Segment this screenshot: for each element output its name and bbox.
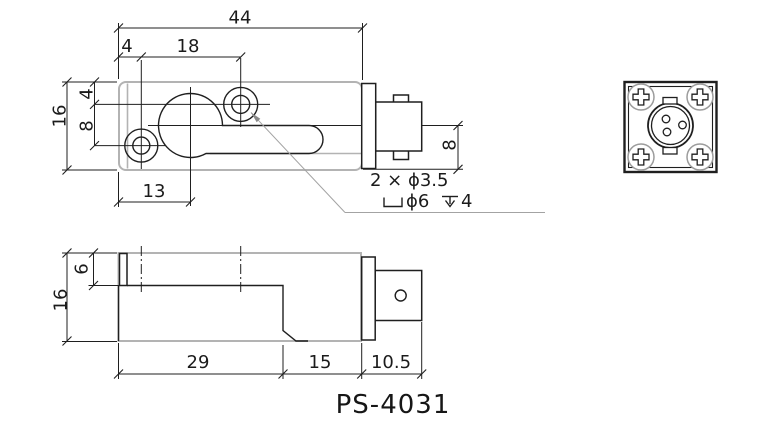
counterbore-depth-text: 4 xyxy=(461,191,472,212)
pin-3 xyxy=(662,127,672,137)
connector-face-view xyxy=(623,80,718,174)
part-number-label: PS-4031 xyxy=(336,390,451,420)
centerlines xyxy=(95,58,463,206)
dim-face-height: 6 xyxy=(71,248,126,291)
depth-icon xyxy=(442,195,458,208)
hole-callout: 2 × ϕ3.5 ϕ6 4 xyxy=(250,112,545,213)
dim-lengths-bottom: 29 15 10.5 xyxy=(113,322,427,379)
connector-ring-inner xyxy=(650,105,691,146)
screw-cross-icon xyxy=(632,148,650,166)
pin-2 xyxy=(678,120,687,130)
leader-arrow xyxy=(251,112,261,123)
dim-connector-height: 8 xyxy=(363,120,463,175)
screw-cross-icon xyxy=(691,148,709,166)
counterbore-icon xyxy=(383,197,403,208)
dim-overall-width: 44 xyxy=(113,8,368,80)
dim-text-4-top: 4 xyxy=(121,36,132,57)
connector-pin-hole xyxy=(394,289,407,302)
counterbore-dia-text: ϕ6 xyxy=(406,191,429,212)
screw-cross-icon xyxy=(691,88,709,106)
dim-text-6: 6 xyxy=(71,263,92,274)
dim-hole-positions-y: 4 8 xyxy=(76,77,100,151)
side-view: 16 6 29 15 10.5 xyxy=(50,246,427,379)
dim-text-18: 18 xyxy=(177,36,200,57)
dim-text-16-top: 16 xyxy=(49,105,70,128)
pin-1 xyxy=(661,114,671,124)
dim-text-15: 15 xyxy=(309,352,332,373)
dim-hole-positions-x: 4 18 xyxy=(113,36,246,62)
keyhole-slot xyxy=(157,92,324,159)
connector-body-top xyxy=(374,101,423,152)
keying-tab-top xyxy=(662,96,678,105)
top-view: 44 4 18 16 4 8 xyxy=(49,8,545,213)
dim-text-16-side: 16 xyxy=(50,289,71,312)
phillips-screw-icons xyxy=(632,88,709,166)
dim-text-8-left: 8 xyxy=(76,120,97,131)
dim-text-8-right: 8 xyxy=(439,139,460,150)
flange-side xyxy=(360,256,376,341)
dim-text-10-5: 10.5 xyxy=(371,352,411,373)
screw-cross-icon xyxy=(632,88,650,106)
dim-text-44: 44 xyxy=(229,8,252,29)
connector-face-inner xyxy=(627,85,714,169)
dim-sensing-center: 13 xyxy=(113,172,196,207)
dim-text-13: 13 xyxy=(143,181,166,202)
sensor-body-side-outline xyxy=(117,252,362,342)
dim-text-4-left: 4 xyxy=(76,88,97,99)
hole-note-text: 2 × ϕ3.5 xyxy=(370,170,448,191)
sensing-face-strip xyxy=(118,252,128,287)
dim-overall-height-top: 16 xyxy=(49,77,117,175)
dim-height-side: 16 xyxy=(50,248,117,346)
keying-tab-bottom xyxy=(662,146,678,155)
body-step-profile xyxy=(127,284,308,342)
flange-top xyxy=(360,82,377,170)
dim-text-29: 29 xyxy=(187,352,210,373)
connector-pins xyxy=(661,114,687,137)
connector-body-side xyxy=(374,269,423,322)
